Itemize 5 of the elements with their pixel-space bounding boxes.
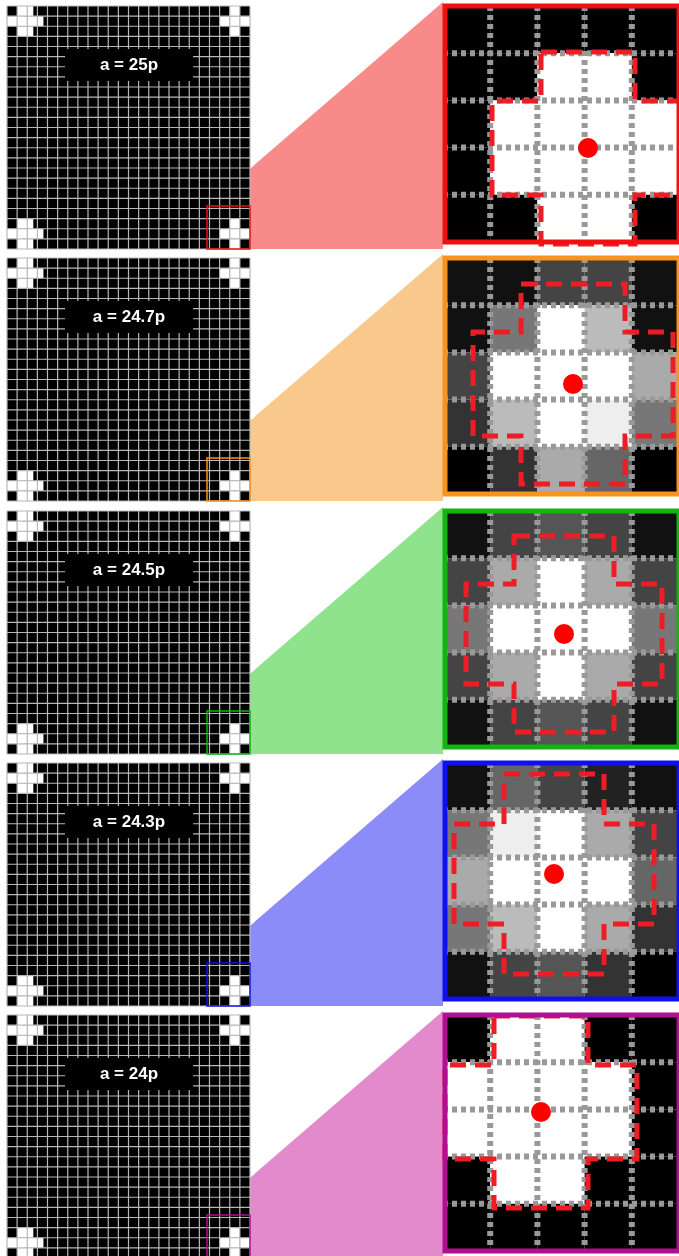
value-label: a = 24.5p bbox=[65, 554, 193, 586]
value-label: a = 24.3p bbox=[65, 806, 193, 838]
value-label: a = 25p bbox=[65, 49, 193, 81]
value-label: a = 24.7p bbox=[65, 301, 193, 333]
value-label: a = 24p bbox=[65, 1058, 193, 1090]
